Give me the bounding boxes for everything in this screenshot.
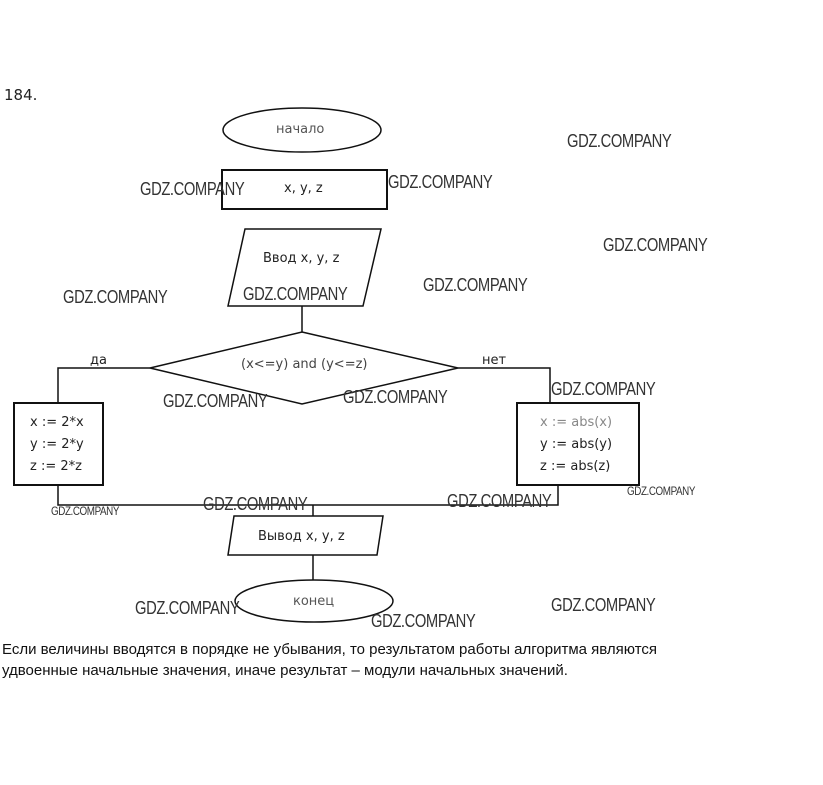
end-terminal xyxy=(234,579,394,623)
no-block xyxy=(516,402,640,486)
output-label: Вывод x, y, z xyxy=(258,529,345,544)
watermark: GDZ.COMPANY xyxy=(51,504,120,518)
condition-label: (x<=y) and (y<=z) xyxy=(241,357,368,372)
input-label: Ввод x, y, z xyxy=(263,251,340,266)
watermark: GDZ.COMPANY xyxy=(551,595,656,615)
watermark: GDZ.COMPANY xyxy=(203,494,308,514)
watermark: GDZ.COMPANY xyxy=(603,235,708,255)
vars-label: x, y, z xyxy=(284,181,323,196)
explanation-text: Если величины вводятся в порядке не убыв… xyxy=(2,639,657,681)
output-block xyxy=(227,515,384,556)
watermark: GDZ.COMPANY xyxy=(243,284,348,304)
yes-line-2: y := 2*y xyxy=(30,437,84,452)
no-label: нет xyxy=(482,353,507,368)
start-label: начало xyxy=(276,122,325,137)
watermark: GDZ.COMPANY xyxy=(567,131,672,151)
end-label: конец xyxy=(293,594,335,609)
watermark: GDZ.COMPANY xyxy=(551,379,656,399)
explanation-line-2: удвоенные начальные значения, иначе резу… xyxy=(2,662,568,679)
input-block xyxy=(227,228,382,307)
yes-label: да xyxy=(90,353,107,368)
watermark: GDZ.COMPANY xyxy=(627,484,696,498)
watermark: GDZ.COMPANY xyxy=(423,275,528,295)
vars-block xyxy=(221,169,388,210)
start-terminal xyxy=(222,107,382,153)
no-line-1: x := abs(x) xyxy=(540,415,613,430)
watermark: GDZ.COMPANY xyxy=(140,179,245,199)
watermark: GDZ.COMPANY xyxy=(343,387,448,407)
watermark: GDZ.COMPANY xyxy=(371,611,476,631)
problem-number: 184. xyxy=(4,86,38,104)
watermark: GDZ.COMPANY xyxy=(63,287,168,307)
yes-line-3: z := 2*z xyxy=(30,459,82,474)
no-line-3: z := abs(z) xyxy=(540,459,611,474)
yes-line-1: x := 2*x xyxy=(30,415,84,430)
condition-diamond xyxy=(149,331,459,405)
watermark: GDZ.COMPANY xyxy=(163,391,268,411)
no-line-2: y := abs(y) xyxy=(540,437,613,452)
watermark: GDZ.COMPANY xyxy=(135,598,240,618)
explanation-line-1: Если величины вводятся в порядке не убыв… xyxy=(2,641,658,658)
watermark: GDZ.COMPANY xyxy=(388,172,493,192)
watermark: GDZ.COMPANY xyxy=(447,491,552,511)
